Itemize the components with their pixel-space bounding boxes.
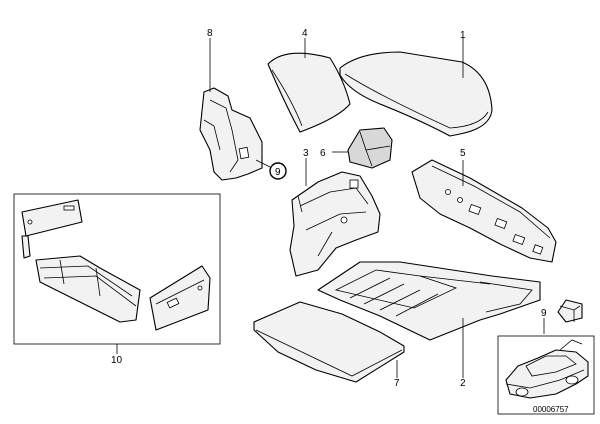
- callout-1: 1: [460, 30, 466, 41]
- part-3-wheel-well[interactable]: [289, 171, 381, 277]
- part-10-side-panels[interactable]: [21, 199, 211, 331]
- part-5-rear-trim[interactable]: [411, 159, 557, 263]
- document-number: 00006757: [533, 405, 569, 414]
- callout-8: 8: [207, 28, 213, 39]
- part-8-wheel-arch-trim[interactable]: [199, 87, 263, 181]
- car-icon: [505, 339, 589, 399]
- callout-2: 2: [460, 378, 466, 389]
- callout-6: 6: [320, 148, 326, 159]
- part-7-floor-mat[interactable]: [253, 301, 405, 383]
- callout-10: 10: [111, 355, 123, 366]
- callout-7: 7: [394, 378, 400, 389]
- part-4-side-trim[interactable]: [267, 52, 351, 133]
- callout-9-circle: [269, 162, 287, 180]
- callout-3: 3: [303, 148, 309, 159]
- part-2-trunk-floor[interactable]: [317, 261, 541, 341]
- part-1-trunk-board[interactable]: [339, 51, 493, 137]
- leader-9-ref: [255, 159, 273, 169]
- callout-4: 4: [302, 28, 308, 39]
- callout-9-circled: 9: [275, 167, 281, 178]
- callout-5: 5: [460, 148, 466, 159]
- clip-nut-icon: [557, 299, 583, 323]
- car-inset-frame: [497, 335, 595, 415]
- part-6-block[interactable]: [347, 127, 393, 169]
- callout-9: 9: [541, 308, 547, 319]
